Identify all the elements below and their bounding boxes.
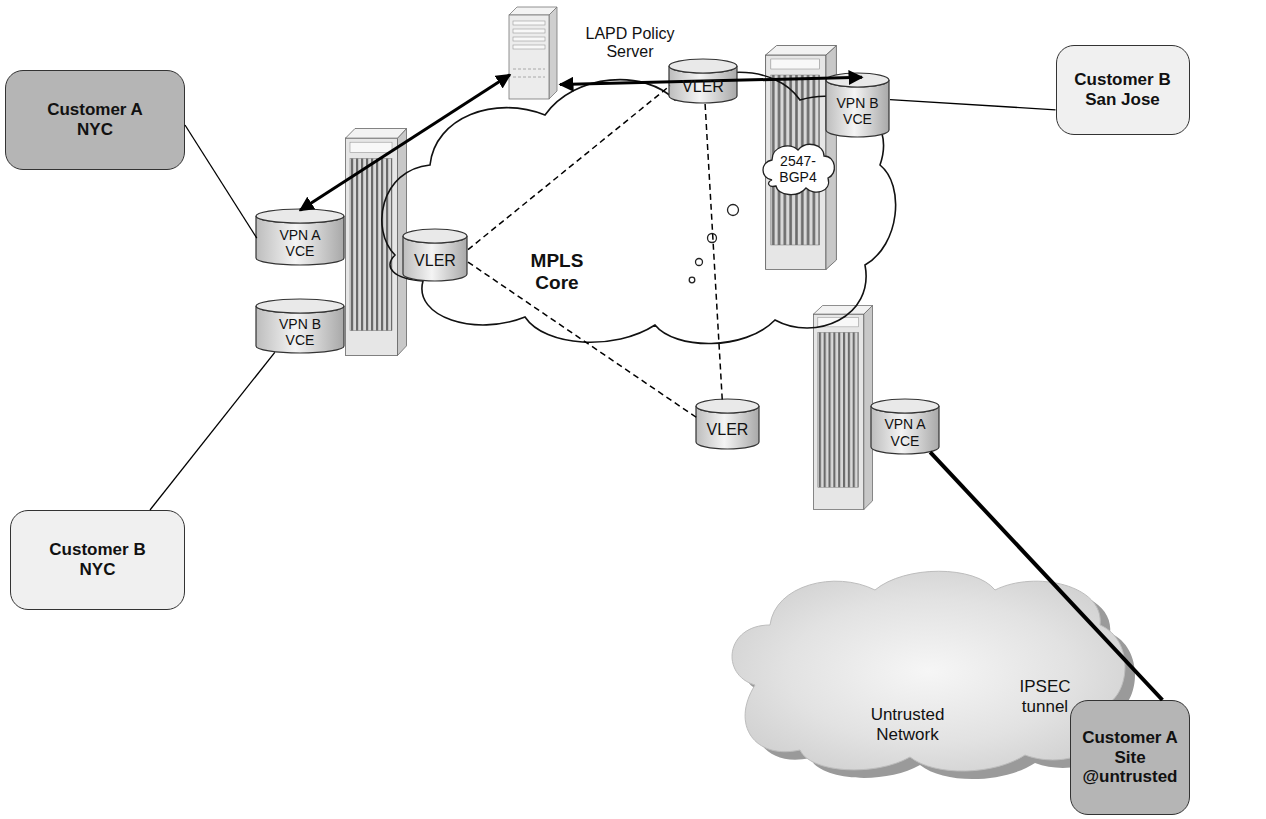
customer-site: Customer B San Jose [1056, 45, 1190, 135]
node-label: VPN B VCE [274, 316, 326, 348]
connector-line [300, 75, 510, 211]
connector-line [185, 125, 257, 238]
node-label: LAPD Policy Server [575, 25, 685, 62]
cloud-outline [375, 55, 895, 350]
node-label: MPLS Core [512, 250, 602, 294]
thought-bubble-trail [689, 205, 738, 283]
dashed-link [705, 104, 722, 401]
node-label: VPN B VCE [832, 95, 884, 127]
vce-cylinder: VPN A VCE [870, 398, 940, 455]
node-label: Customer A NYC [35, 100, 155, 139]
vler-cylinder: VLER [695, 398, 760, 450]
node-label: VPN A VCE [879, 416, 931, 448]
server-outline [505, 3, 560, 100]
node-label: VLER [414, 252, 456, 270]
mpls-core-cloud: MPLS CoreVLER2547-BGP4VLERVLER [375, 55, 895, 350]
vce-cylinder: VPN A VCE [255, 208, 345, 266]
customer-site: Customer B NYC [10, 510, 185, 610]
node-label: Customer B NYC [38, 540, 158, 579]
node-label: Customer B San Jose [1064, 70, 1182, 109]
vler-cylinder: VLER [402, 228, 468, 282]
dashed-link [468, 262, 697, 418]
policy-server: LAPD Policy Server [505, 3, 560, 100]
vce-cylinder: VPN B VCE [255, 298, 345, 354]
connector-line [150, 352, 275, 510]
customer-site: Customer A Site @untrusted [1070, 700, 1190, 815]
node-label: Customer A Site @untrusted [1078, 728, 1182, 787]
customer-site: Customer A NYC [5, 70, 185, 170]
node-label: Untrusted Network [850, 705, 965, 744]
vce-cylinder: VPN B VCE [825, 72, 890, 138]
router-bottom-right [813, 305, 872, 509]
protocol-bubble: 2547-BGP4 [758, 140, 838, 198]
node-label: IPSEC tunnel [1005, 677, 1085, 716]
node-label: 2547-BGP4 [769, 153, 827, 185]
node-label: VLER [682, 78, 724, 96]
node-label: VLER [707, 421, 749, 439]
node-label: VPN A VCE [274, 227, 326, 259]
dashed-link [468, 86, 670, 250]
connector-line [890, 100, 1056, 110]
